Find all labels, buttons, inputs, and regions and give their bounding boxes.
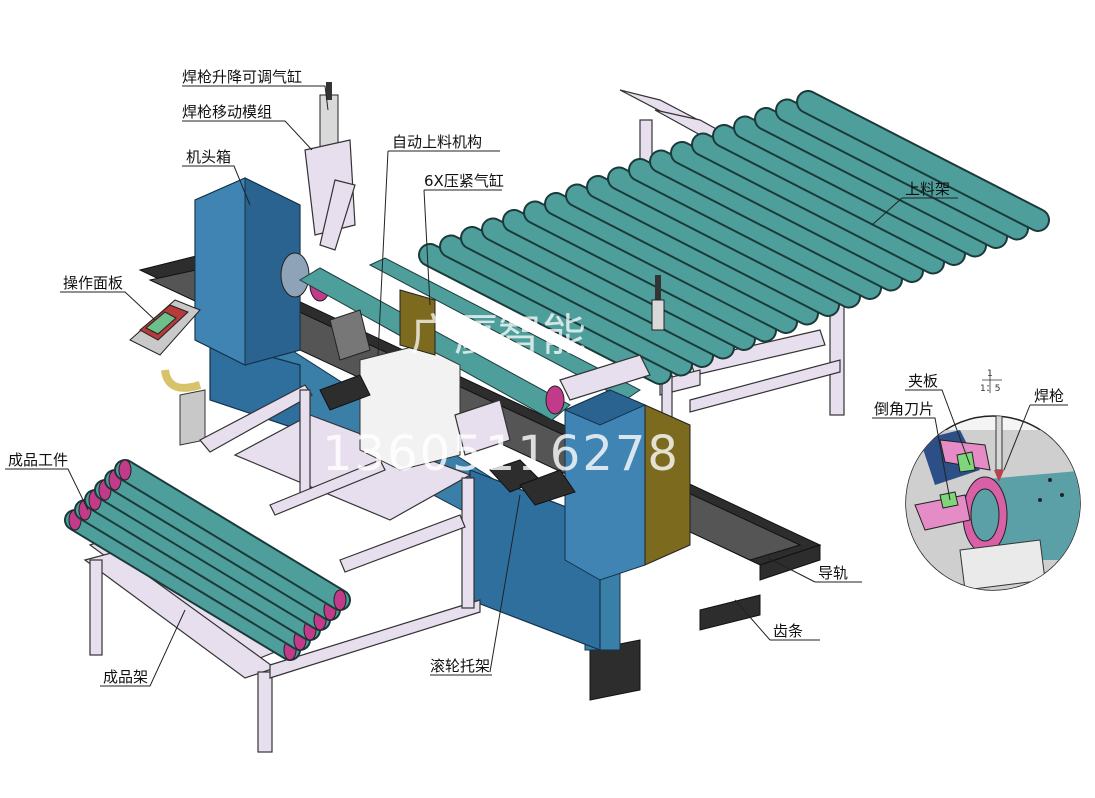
feeding-rollers xyxy=(418,90,1050,385)
feeding-roller xyxy=(588,177,838,315)
feeding-roller xyxy=(546,194,796,332)
tailstock-box xyxy=(545,275,691,581)
label-guide-rail: 导轨 xyxy=(818,564,848,582)
label-welding-gun-lift-cylinder: 焊枪升降可调气缸 xyxy=(182,68,302,86)
watermark-phone: 13605116278 xyxy=(322,426,680,482)
feeding-roller xyxy=(420,245,670,383)
label-feeding-rack: 上料架 xyxy=(905,180,950,198)
feeding-roller xyxy=(756,109,1006,247)
label-chamfer-blade: 倒角刀片 xyxy=(874,400,934,418)
watermark-company: 广厦智能 xyxy=(410,310,586,361)
feeding-roller xyxy=(714,126,964,264)
ratio-top: 1 xyxy=(987,369,993,379)
label-welding-gun-move-module: 焊枪移动模组 xyxy=(182,103,272,121)
feeding-roller xyxy=(504,211,754,349)
label-rack-gear: 齿条 xyxy=(773,622,803,640)
label-clamp-plate: 夹板 xyxy=(908,372,938,390)
welding-gun-lift-cylinder xyxy=(304,82,356,251)
label-headstock: 机头箱 xyxy=(186,148,231,166)
control-panel xyxy=(129,299,202,392)
label-roller-bracket: 滚轮托架 xyxy=(430,657,490,675)
feeding-roller xyxy=(798,92,1048,230)
finished-pipe xyxy=(66,511,299,659)
finished-workpieces xyxy=(64,459,351,661)
feeding-roller xyxy=(651,151,901,290)
feeding-roller xyxy=(693,134,943,273)
finished-pipe xyxy=(106,471,339,619)
headstock-box xyxy=(194,177,331,366)
label-finished-rack: 成品架 xyxy=(103,668,148,686)
feeding-roller xyxy=(777,100,1027,239)
label-welding-torch: 焊枪 xyxy=(1034,387,1064,405)
finished-pipe xyxy=(116,461,349,609)
finished-pipe xyxy=(96,481,329,629)
feeding-roller xyxy=(441,236,691,375)
welding-carriage xyxy=(319,289,511,471)
feeding-roller xyxy=(672,143,922,281)
feeding-roller xyxy=(567,185,817,324)
roller-brackets xyxy=(489,459,576,506)
feeding-roller xyxy=(525,202,775,341)
pipe-end-cap xyxy=(118,459,132,481)
label-control-panel: 操作面板 xyxy=(63,274,123,292)
ratio-bottom: 1：5 xyxy=(980,384,1000,394)
label-auto-feeding: 自动上料机构 xyxy=(392,133,482,151)
pipe-end-cap xyxy=(333,589,347,611)
feeding-roller xyxy=(609,168,859,307)
feeding-roller xyxy=(483,219,733,358)
finished-pipe xyxy=(86,491,319,639)
feeding-roller xyxy=(630,160,880,298)
label-clamp-cylinder: 6X压紧气缸 xyxy=(424,172,504,190)
finished-pipe xyxy=(76,501,309,649)
detail-circle xyxy=(905,415,1081,591)
leader-lines xyxy=(5,85,1068,687)
label-finished-workpiece: 成品工件 xyxy=(8,451,68,469)
feeding-roller xyxy=(462,228,712,366)
feeding-roller xyxy=(735,117,985,256)
